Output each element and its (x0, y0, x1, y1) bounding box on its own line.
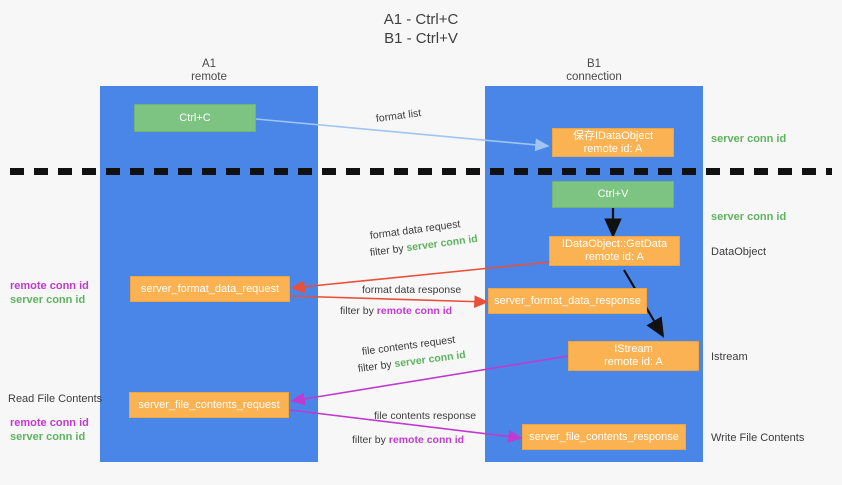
node-istream[interactable]: IStream remote id: A (568, 341, 699, 371)
label-format-data-request-filter-prefix: filter by (369, 242, 408, 259)
node-istream-line1: IStream (614, 343, 653, 355)
label-format-data-response-filter-key: remote conn id (376, 305, 453, 317)
right-label-server-conn-id-top: server conn id (711, 133, 787, 145)
left-label-read-file-contents: Read File Contents (8, 393, 103, 405)
diagram-title: A1 - Ctrl+C B1 - Ctrl+V (0, 10, 842, 48)
node-server-format-data-request[interactable]: server_format_data_request (130, 276, 290, 302)
node-server-file-contents-request[interactable]: server_file_contents_request (129, 392, 289, 418)
label-format-data-response-filter-prefix: filter by (340, 305, 377, 317)
node-server-file-contents-request-label: server_file_contents_request (138, 398, 280, 411)
right-label-server-conn-id-mid: server conn id (711, 211, 787, 223)
node-server-format-data-response-label: server_format_data_response (494, 294, 641, 307)
label-file-contents-response-filter-prefix: filter by (352, 434, 389, 446)
lane-a1-title: A1 (201, 58, 217, 70)
node-save-idataobject-line1: 保存IDataObject (572, 129, 654, 142)
node-save-idataobject[interactable]: 保存IDataObject remote id: A (552, 128, 674, 157)
node-server-format-data-request-label: server_format_data_request (140, 282, 280, 295)
dashed-separator (10, 168, 832, 175)
left-label-remote-conn-id-lower: remote conn id (10, 417, 89, 429)
label-file-contents-response: file contents response (374, 410, 477, 422)
node-istream-line2: remote id: A (604, 356, 663, 368)
node-ctrl-v-label: Ctrl+V (597, 188, 629, 200)
left-label-conn-ids-lower: remote conn id server conn id (10, 416, 89, 444)
title-line-1: A1 - Ctrl+C (383, 11, 459, 28)
label-format-list: format list (375, 107, 422, 125)
lane-header-a1: A1 remote (100, 58, 318, 84)
node-ctrl-v[interactable]: Ctrl+V (552, 181, 674, 208)
label-file-contents-response-filter-key: remote conn id (388, 434, 465, 446)
node-server-file-contents-response[interactable]: server_file_contents_response (522, 424, 686, 450)
right-label-dataobject: DataObject (711, 246, 767, 258)
node-ctrl-c[interactable]: Ctrl+C (134, 104, 256, 132)
node-getdata-line2: remote id: A (585, 251, 644, 263)
lane-a1-subtitle: remote (191, 71, 227, 83)
node-ctrl-c-label: Ctrl+C (179, 111, 211, 124)
label-file-contents-request-filter-prefix: filter by (357, 358, 396, 375)
lane-header-b1: B1 connection (485, 58, 703, 84)
left-label-remote-conn-id-upper: remote conn id (10, 280, 89, 292)
lane-b1-title: B1 (586, 58, 602, 70)
node-server-file-contents-response-label: server_file_contents_response (529, 430, 679, 443)
right-label-write-file-contents: Write File Contents (711, 432, 805, 444)
left-label-read-file-contents-group: Read File Contents (8, 392, 102, 406)
label-format-data-response: format data response (362, 284, 462, 296)
left-label-server-conn-id-upper: server conn id (10, 294, 86, 306)
left-label-conn-ids-upper: remote conn id server conn id (10, 279, 89, 307)
label-format-data-response-filter: filter by remote conn id (340, 304, 452, 318)
title-line-2: B1 - Ctrl+V (384, 30, 458, 47)
node-save-idataobject-line2: remote id: A (583, 142, 643, 155)
lane-b1-subtitle: connection (566, 71, 622, 83)
node-getdata[interactable]: IDataObject::GetData remote id: A (549, 236, 680, 266)
node-getdata-line1: IDataObject::GetData (561, 238, 668, 250)
left-label-server-conn-id-lower: server conn id (10, 431, 86, 443)
label-file-contents-response-filter: filter by remote conn id (352, 433, 464, 447)
node-server-format-data-response[interactable]: server_format_data_response (488, 288, 647, 314)
right-label-istream: Istream (711, 351, 748, 363)
